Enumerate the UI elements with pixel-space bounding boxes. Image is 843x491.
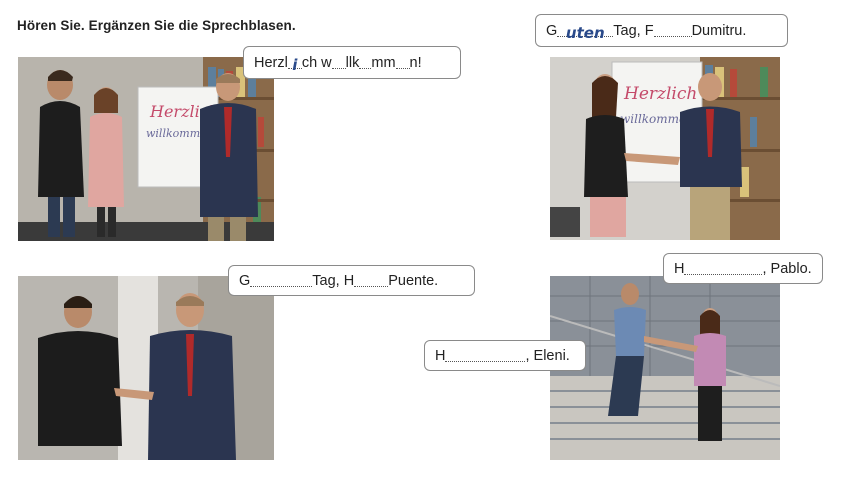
photo-handshake-men — [18, 276, 274, 460]
bubble-3-text-2: Tag, H — [312, 272, 355, 289]
speech-bubble-5: H , Eleni. — [424, 340, 586, 371]
bubble-1-text-5: n! — [409, 54, 422, 71]
bubble-1-text-1: Herzl — [254, 54, 288, 71]
bubble-2-text-3: Dumitru. — [691, 22, 747, 39]
bubble-4-text-2: , Pablo. — [762, 260, 812, 277]
board-text-2-line2: willkommen! — [620, 112, 699, 126]
bubble-1-handwritten-answer: i — [292, 56, 298, 74]
speech-bubble-4: H , Pablo. — [663, 253, 823, 284]
bubble-5-blank-1[interactable] — [445, 349, 526, 362]
bubble-2-blank-1[interactable]: uten — [557, 24, 614, 42]
bubble-1-blank-4[interactable] — [395, 56, 410, 69]
bubble-1-text-4: mm — [371, 54, 396, 71]
bubble-1-text-2: ch w — [301, 54, 332, 71]
bubble-5-text-2: , Eleni. — [525, 347, 570, 364]
bubble-5-text-1: H — [435, 347, 446, 364]
bubble-2-handwritten-answer: uten — [565, 24, 605, 42]
bubble-3-text-1: G — [239, 272, 251, 289]
bubble-2-text-1: G — [546, 22, 558, 39]
exercise-instruction: Hören Sie. Ergänzen Sie die Sprechblasen… — [17, 18, 296, 33]
bubble-1-text-3: llk — [345, 54, 360, 71]
photo-handshake-stairs — [550, 276, 780, 460]
bubble-3-blank-1[interactable] — [250, 274, 313, 287]
speech-bubble-3: G Tag, H Puente. — [228, 265, 475, 296]
bubble-3-text-3: Puente. — [388, 272, 439, 289]
photo-welcome-office: Herzlich willkommen! — [18, 57, 274, 241]
bubble-3-blank-2[interactable] — [354, 274, 389, 287]
bubble-4-blank-1[interactable] — [684, 262, 763, 275]
bubble-1-blank-1[interactable]: i — [287, 56, 302, 74]
photo-handshake-board: Herzlich willkommen! — [550, 57, 780, 240]
bubble-2-text-2: Tag, F — [613, 22, 654, 39]
bubble-1-blank-3[interactable] — [359, 56, 372, 69]
bubble-2-blank-2[interactable] — [653, 24, 692, 37]
board-text-2-line1: Herzlich — [623, 84, 697, 104]
bubble-4-text-1: H — [674, 260, 685, 277]
bubble-1-blank-2[interactable] — [331, 56, 346, 69]
